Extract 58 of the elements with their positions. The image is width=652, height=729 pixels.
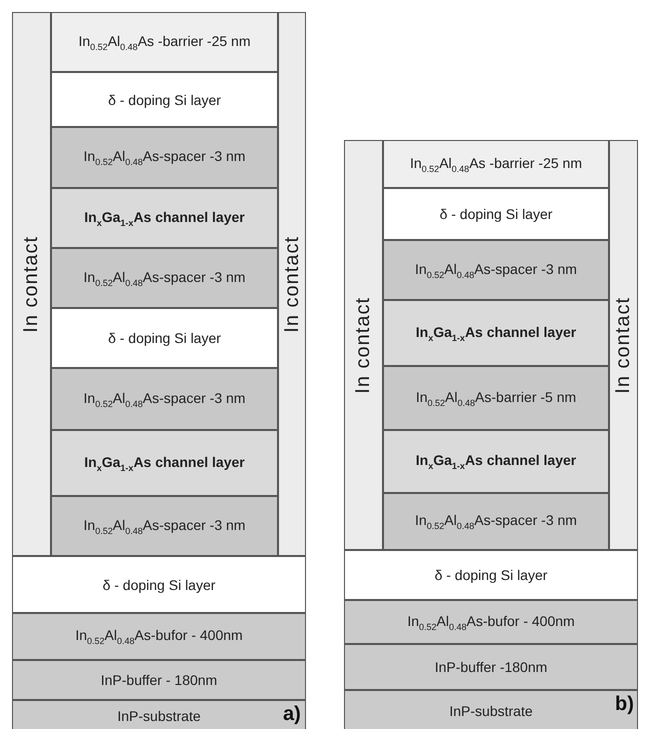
layer-band [344, 550, 638, 600]
layer-band [344, 600, 638, 644]
layer-label: InP-buffer -180nm [434, 659, 548, 675]
panel-label: b) [615, 693, 634, 716]
layer-label: δ - doping Si layer [440, 206, 552, 222]
layer-label: InP-substrate [449, 703, 533, 719]
channel-layer [383, 430, 609, 493]
layer-label: In$_{0.52}$Al$_{0.48}$As-spacer -3 nm [415, 260, 577, 280]
layer-label: In$_{x}$Ga$_{1-x}$As channel layer [416, 324, 576, 342]
layer-band [12, 660, 306, 700]
layer-band [383, 240, 609, 300]
contact-label: In contact [352, 296, 375, 394]
layer-label: In$_{x}$Ga$_{1-x}$As channel layer [84, 208, 245, 228]
layer-band [51, 308, 278, 368]
layer-band [12, 613, 306, 660]
layer-label: In$_{0.52}$Al$_{0.48}$As-bufor - 400nm [407, 612, 575, 632]
panel-label: a) [283, 703, 301, 726]
layer-band [383, 366, 609, 430]
contact-label: In contact [612, 296, 635, 394]
layer-label: In$_{0.52}$Al$_{0.48}$As-spacer -3 nm [84, 390, 246, 408]
layer-band [383, 140, 609, 188]
layer-label: In$_{x}$Ga$_{1-x}$As channel layer [84, 454, 245, 472]
layer-band [51, 368, 278, 430]
layer-band [12, 556, 306, 613]
layer-label: In$_{0.52}$Al$_{0.48}$As-spacer -3 nm [84, 268, 246, 288]
layer-band [51, 12, 278, 72]
layer-label: In$_{0.52}$Al$_{0.48}$As -barrier -25 nm [410, 154, 582, 174]
contact-band [609, 140, 638, 550]
layer-band [383, 188, 609, 240]
layer-band [51, 496, 278, 556]
layer-label: InP-substrate [117, 708, 201, 724]
channel-layer [383, 300, 609, 366]
layer-band [344, 690, 638, 729]
channel-layer [51, 188, 278, 248]
channel-layer [51, 430, 278, 496]
layer-label: In$_{0.52}$Al$_{0.48}$As -barrier -25 nm [78, 32, 250, 52]
layer-band [383, 493, 609, 550]
layer-label: In$_{0.52}$Al$_{0.48}$As-barrier -5 nm [416, 388, 576, 408]
layer-band [51, 248, 278, 308]
layer-label: InP-buffer - 180nm [100, 672, 218, 688]
layer-label: In$_{0.52}$Al$_{0.48}$As-bufor - 400nm [75, 627, 243, 646]
layer-band [344, 644, 638, 690]
layer-label: In$_{0.52}$Al$_{0.48}$As-spacer -3 nm [84, 148, 246, 167]
layer-label: In$_{0.52}$Al$_{0.48}$As-spacer -3 nm [415, 512, 577, 531]
contact-band [344, 140, 383, 550]
contact-label: In contact [280, 236, 304, 332]
layer-label: δ - doping Si layer [102, 576, 216, 592]
layer-label: In$_{0.52}$Al$_{0.48}$As-spacer -3 nm [84, 516, 246, 536]
layer-label: δ - doping Si layer [434, 567, 548, 583]
contact-band [12, 12, 51, 556]
layer-band [51, 72, 278, 127]
contact-band [278, 12, 306, 556]
layer-label: In$_{x}$Ga$_{1-x}$As channel layer [416, 452, 576, 471]
layer-band [51, 127, 278, 188]
contact-label: In contact [20, 236, 43, 332]
layer-band [12, 700, 306, 729]
layer-label: δ - doping Si layer [108, 92, 221, 108]
layer-label: δ - doping Si layer [108, 330, 221, 346]
